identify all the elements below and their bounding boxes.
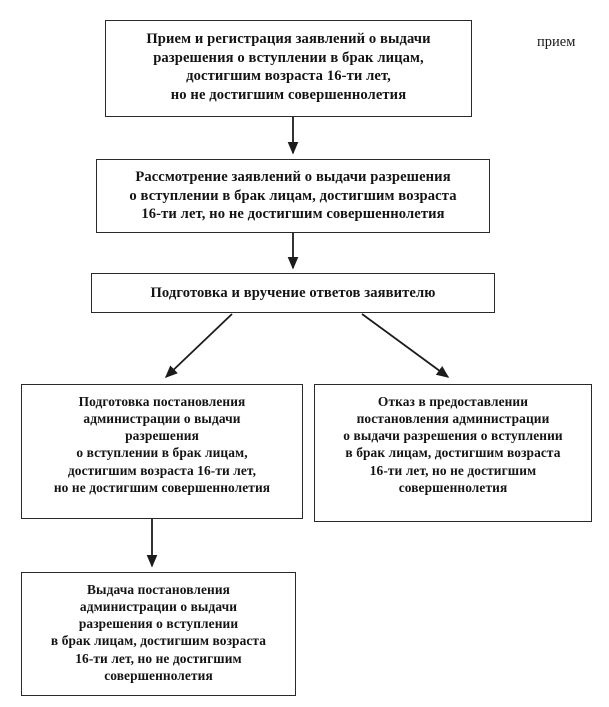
process-box-response[interactable]: Подготовка и вручение ответов заявителю — [91, 273, 495, 313]
process-box-issuance[interactable]: Выдача постановления администрации о выд… — [21, 572, 296, 696]
annotation-label-intake: прием — [537, 34, 575, 51]
process-box-refusal-text: Отказ в предоставлении постановления адм… — [343, 394, 563, 495]
process-box-approval[interactable]: Подготовка постановления администрации о… — [21, 384, 303, 519]
process-box-issuance-text: Выдача постановления администрации о выд… — [50, 582, 267, 683]
process-box-review-text: Рассмотрение заявлений о выдачи разрешен… — [129, 169, 457, 223]
process-box-review[interactable]: Рассмотрение заявлений о выдачи разрешен… — [96, 159, 490, 233]
annotation-label-intake-text: прием — [537, 34, 576, 50]
process-box-intake[interactable]: Прием и регистрация заявлений о выдачи р… — [105, 20, 472, 117]
process-box-intake-text: Прием и регистрация заявлений о выдачи р… — [146, 31, 431, 104]
process-box-refusal[interactable]: Отказ в предоставлении постановления адм… — [314, 384, 592, 522]
edge-response-to-approval — [164, 313, 233, 378]
process-box-approval-text: Подготовка постановления администрации о… — [53, 394, 271, 495]
process-box-response-text: Подготовка и вручение ответов заявителю — [150, 284, 436, 301]
edge-response-to-refusal — [361, 313, 450, 378]
